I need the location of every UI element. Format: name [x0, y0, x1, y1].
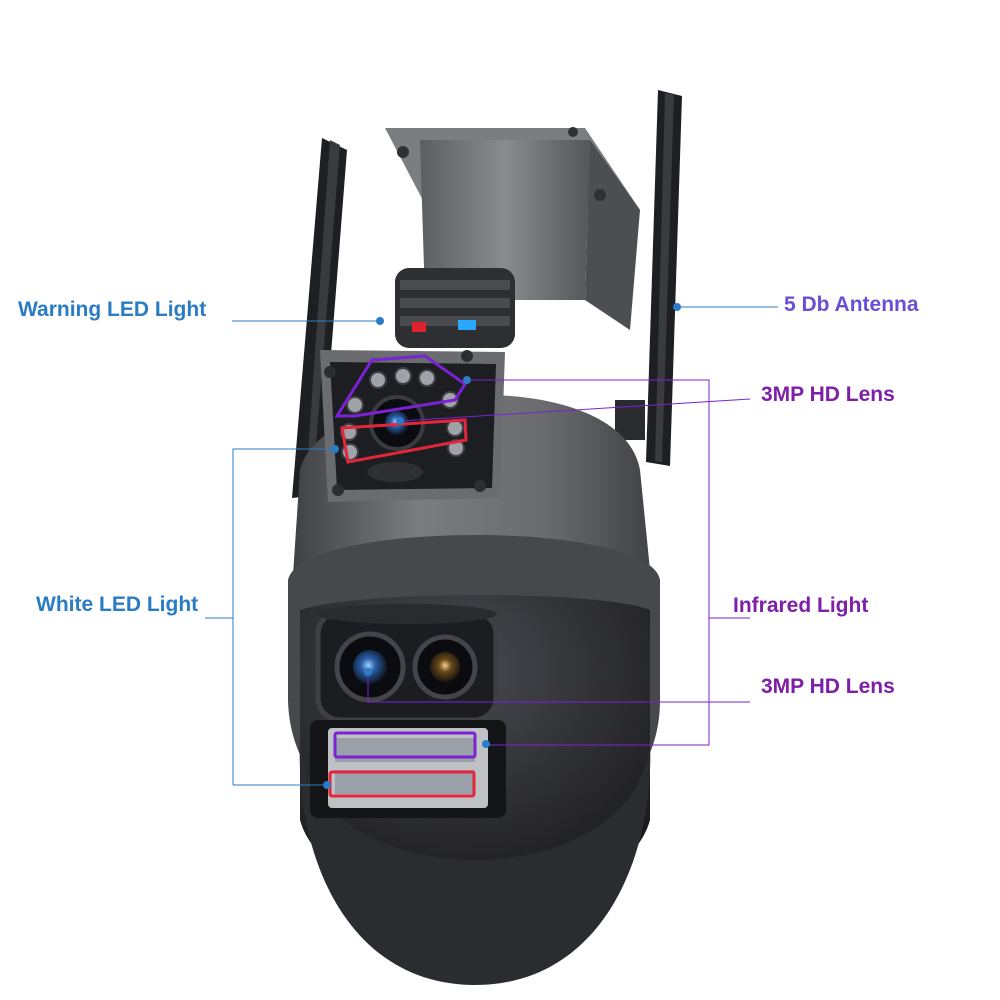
warning-led-light-housing	[395, 268, 515, 348]
lower-camera-module	[310, 604, 506, 818]
top-lens-label: 3MP HD Lens	[761, 383, 895, 406]
infrared-light-label: Infrared Light	[733, 594, 869, 617]
lens-icon	[353, 650, 387, 684]
left-antenna-icon	[292, 138, 347, 498]
bottom-lens-label: 3MP HD Lens	[761, 675, 895, 698]
wall-mount	[385, 127, 640, 330]
callout-lines	[205, 303, 778, 789]
white-led-light-label: White LED Light	[36, 593, 199, 616]
antenna-label: 5 Db Antenna	[784, 293, 919, 316]
lens-icon	[430, 652, 460, 682]
warning-led-light-label: Warning LED Light	[18, 298, 207, 321]
upper-camera-module	[320, 350, 505, 502]
infrared-highlight-outlines	[333, 354, 477, 759]
